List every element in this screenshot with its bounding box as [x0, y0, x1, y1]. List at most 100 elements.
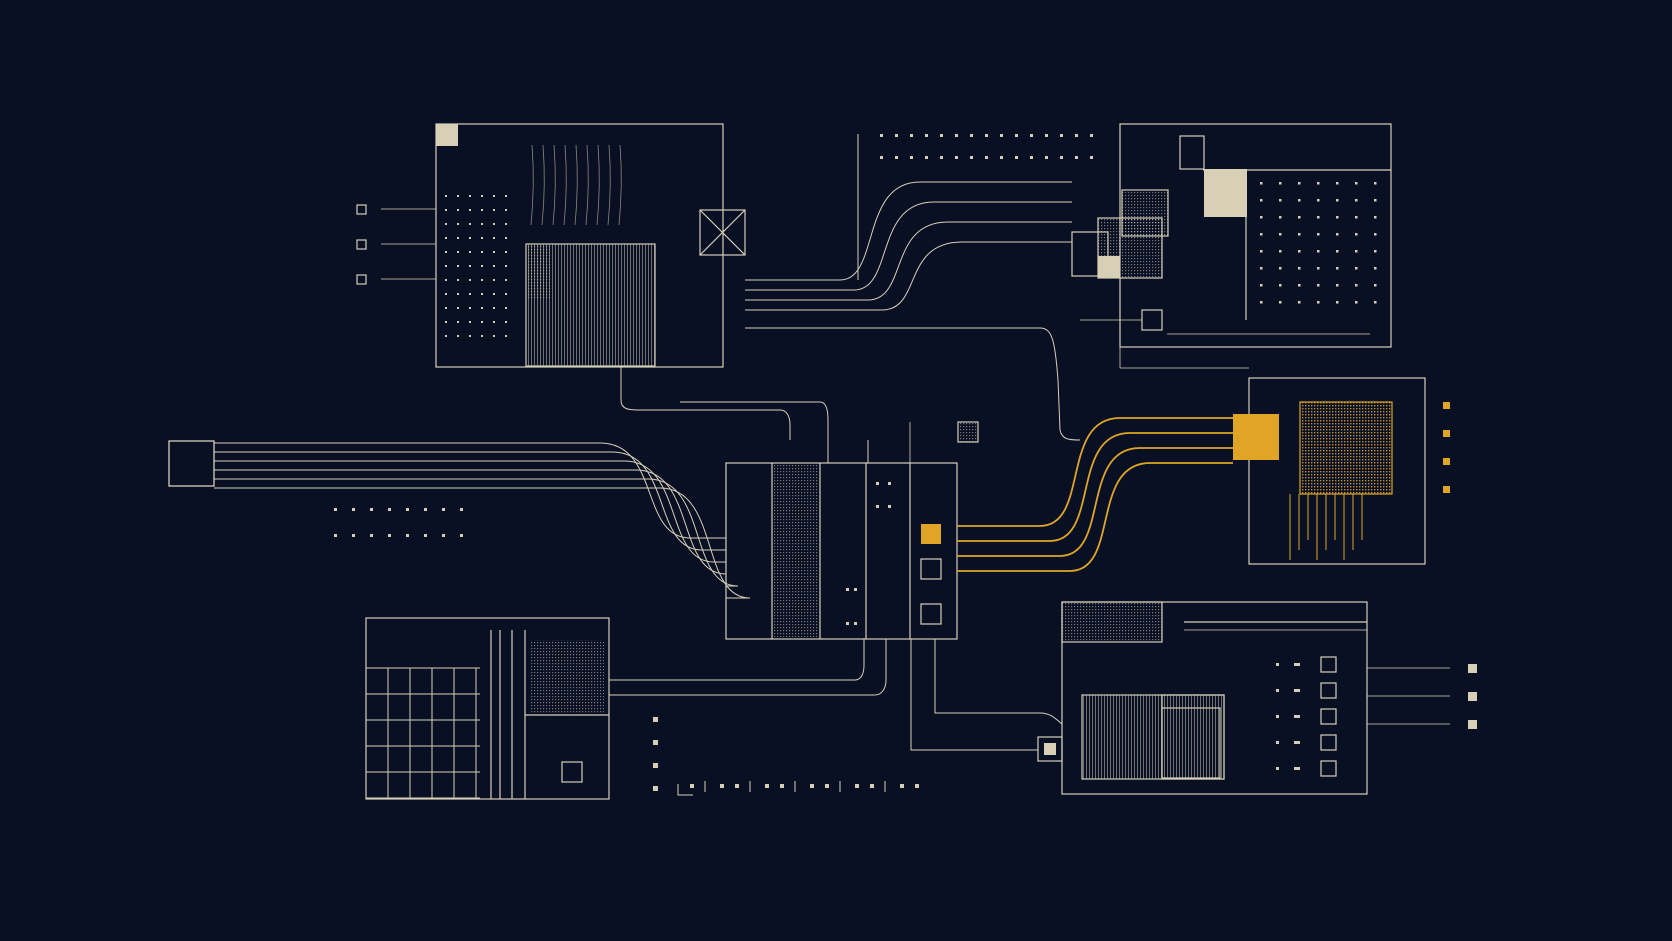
stacked-tile-3 [1071, 231, 1109, 277]
input-pin-2 [356, 239, 367, 250]
pin [1468, 720, 1477, 729]
dot [505, 251, 507, 253]
tick-dot [653, 786, 658, 791]
top-left-module-dot-grid [445, 195, 507, 337]
dot [505, 321, 507, 323]
dot [895, 156, 898, 159]
dot [1279, 199, 1282, 202]
br-socket [1037, 736, 1063, 762]
dot [445, 335, 447, 337]
dot [457, 321, 459, 323]
dot [1298, 182, 1301, 185]
pin [1468, 664, 1477, 673]
top-right-module-chip [1204, 169, 1247, 217]
bottom-tick-row [653, 717, 919, 796]
dot [445, 265, 447, 267]
tick-dot [900, 784, 904, 788]
top-dot-rows [880, 134, 1093, 159]
port [1320, 656, 1337, 673]
dot [481, 265, 483, 267]
dot [1260, 199, 1263, 202]
dot [1336, 233, 1339, 236]
dot [1279, 250, 1282, 253]
dot [940, 156, 943, 159]
dot [1279, 233, 1282, 236]
cp-output-port-2 [920, 558, 942, 580]
dot [493, 279, 495, 281]
accent-module-drop-lines [1289, 494, 1363, 560]
upper-bus [745, 134, 1081, 441]
bus-wire [214, 487, 751, 599]
accent-status-2 [1443, 430, 1450, 437]
bottom-left-module [365, 617, 610, 800]
dot [1374, 216, 1377, 219]
dot [493, 321, 495, 323]
dot [854, 622, 857, 625]
bus-wire [680, 401, 829, 463]
dot [406, 508, 409, 511]
accent-wire [957, 447, 1233, 557]
dot [457, 237, 459, 239]
dot [370, 508, 373, 511]
dot [481, 195, 483, 197]
dot [445, 293, 447, 295]
bus-wire [214, 469, 727, 575]
dot [481, 307, 483, 309]
bus-wire [745, 241, 1072, 311]
dot [1355, 216, 1358, 219]
dot [481, 237, 483, 239]
dot [469, 335, 471, 337]
dot [457, 209, 459, 211]
dot [493, 307, 495, 309]
dot [1336, 267, 1339, 270]
central-processor-frame [725, 462, 958, 640]
tick-dot [653, 763, 658, 768]
dot [925, 156, 928, 159]
dot [1336, 199, 1339, 202]
dot [457, 195, 459, 197]
dot [1317, 284, 1320, 287]
dot [1374, 199, 1377, 202]
dot [505, 279, 507, 281]
tick-dot [690, 784, 694, 788]
port [1320, 734, 1337, 751]
dot [1298, 250, 1301, 253]
bus-wire [214, 451, 726, 551]
dot [445, 209, 447, 211]
left-dot-rows [334, 508, 463, 537]
input-pin-1 [356, 204, 367, 215]
dot [888, 482, 891, 485]
terminal-cross-b [699, 209, 746, 256]
dot [1374, 182, 1377, 185]
accent-bus [957, 417, 1233, 572]
br-screen [1081, 694, 1225, 780]
dot [880, 156, 883, 159]
tick-dot [810, 784, 814, 788]
dot [469, 307, 471, 309]
dot [424, 534, 427, 537]
dot [505, 209, 507, 211]
dot [1298, 199, 1301, 202]
dot [445, 223, 447, 225]
dot [955, 156, 958, 159]
cp-output-port-3 [920, 603, 942, 625]
dot [1260, 250, 1263, 253]
accent-status-3 [1443, 458, 1450, 465]
hairline [541, 144, 545, 226]
dot [1355, 182, 1358, 185]
br-screen-outer [1161, 694, 1225, 780]
port [1320, 760, 1337, 777]
dot [1374, 250, 1377, 253]
dot [1279, 284, 1282, 287]
dot [910, 134, 913, 137]
hairline [607, 144, 611, 226]
top-right-module-dot-grid [1260, 182, 1377, 304]
bus-wire [745, 181, 1072, 281]
dot [854, 588, 857, 591]
dot [1075, 134, 1078, 137]
tick [677, 784, 693, 796]
top-right-module-small-box [1179, 135, 1205, 170]
dot [1279, 216, 1282, 219]
dot [1317, 182, 1320, 185]
dot [1276, 663, 1279, 666]
